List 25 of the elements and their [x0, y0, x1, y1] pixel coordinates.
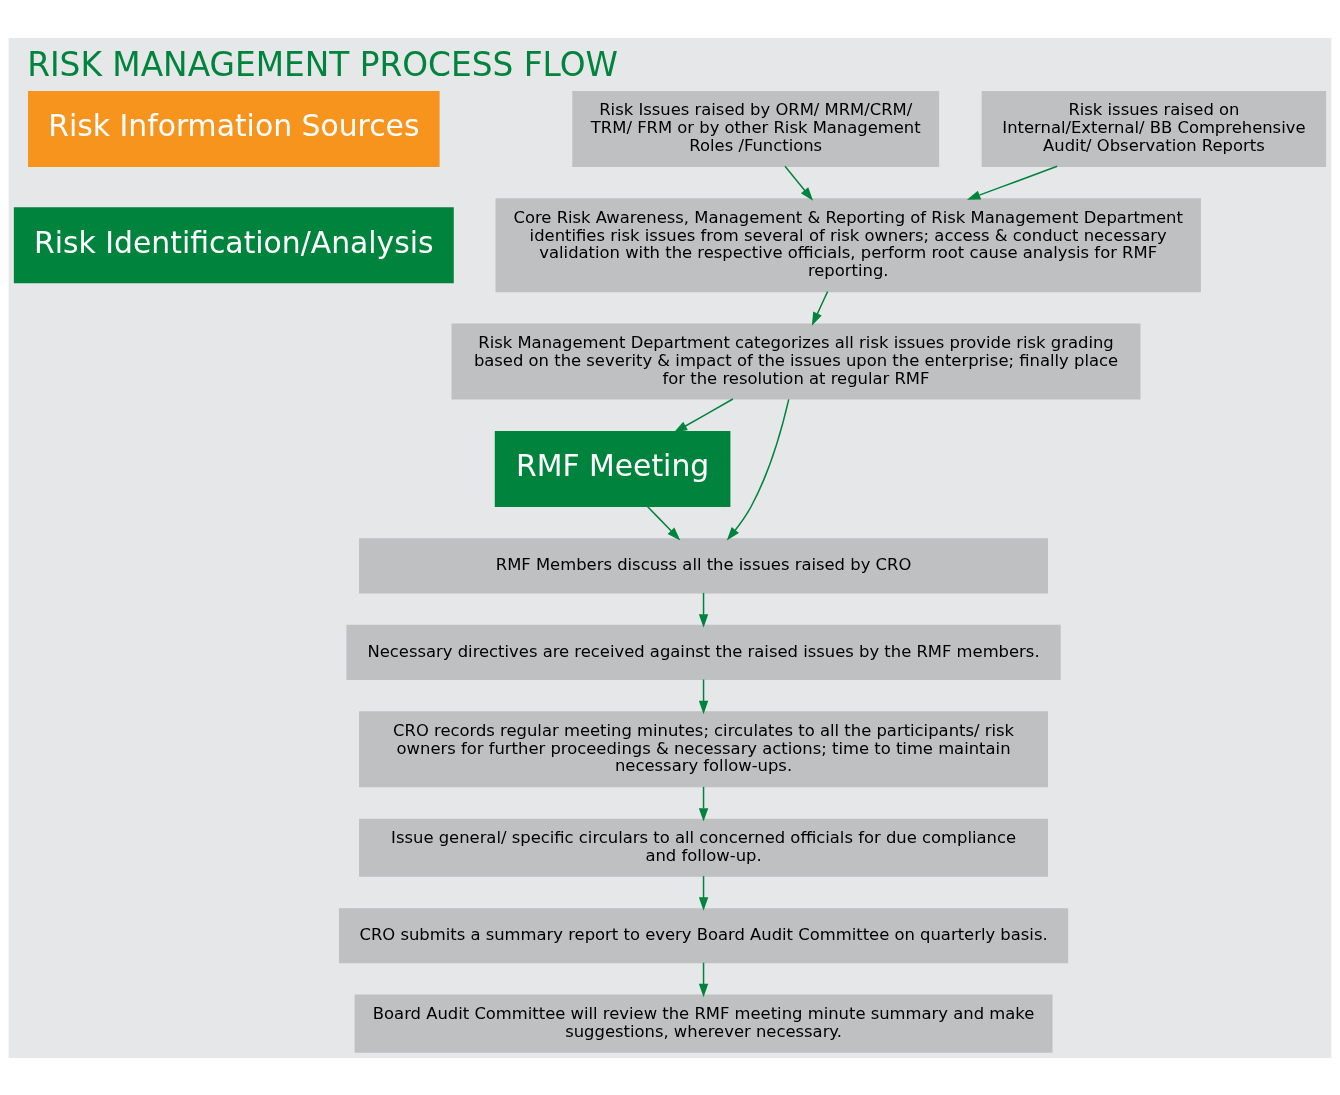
node-box: Risk Issues raised by ORM/ MRM/CRM/ TRM/ FRM or by other Risk Management Roles /Functions	[572, 90, 940, 167]
node-box: Board Audit Committee will review the RMF meeting minute summary and make suggestions, wherever necessary.	[354, 994, 1053, 1053]
arrow	[698, 874, 709, 911]
node-box: Risk Information Sources	[28, 90, 440, 167]
node-box: Risk Identification/Analysis	[13, 206, 454, 283]
arrow	[646, 505, 681, 540]
node-box: Issue general/ specific circulars to all concerned officials for due compliance and follow-up.	[359, 818, 1049, 877]
arrow	[698, 785, 709, 822]
node-box: CRO submits a summary report to every Board Audit Committee on quarterly basis.	[338, 907, 1069, 963]
node-box: Risk issues raised on Internal/External/ BB Comprehensive Audit/ Observation Reports	[981, 90, 1327, 167]
arrow	[698, 678, 709, 714]
arrow	[698, 591, 709, 628]
arrow	[811, 290, 829, 326]
node-box: RMF Members discuss all the issues raised by CRO	[359, 537, 1049, 593]
arrow	[966, 165, 1058, 200]
arrow	[673, 397, 734, 433]
arrow	[784, 165, 814, 201]
node-box: Risk Management Department categorizes all risk issues provide risk grading based on the severity & impact of the issues upon the enterprise; finally place for the resolution at regular RMF	[451, 323, 1141, 400]
node-box: RMF Meeting	[494, 430, 731, 507]
node-box: Necessary directives are received against the raised issues by the RMF members.	[346, 624, 1061, 680]
arrow	[698, 961, 709, 997]
node-box: Core Risk Awareness, Management & Reporting of Risk Management Department identifies risk issues from several of risk owners; access & conduct necessary validation with the respective officials, perform root cause analysis for RMF reporting.	[495, 197, 1201, 292]
diagram-title: RISK MANAGEMENT PROCESS FLOW	[27, 45, 618, 84]
arrow	[726, 398, 790, 540]
node-box: CRO records regular meeting minutes; circulates to all the participants/ risk owners for further proceedings & necessary actions; time to time maintain necessary follow-ups.	[359, 710, 1049, 787]
